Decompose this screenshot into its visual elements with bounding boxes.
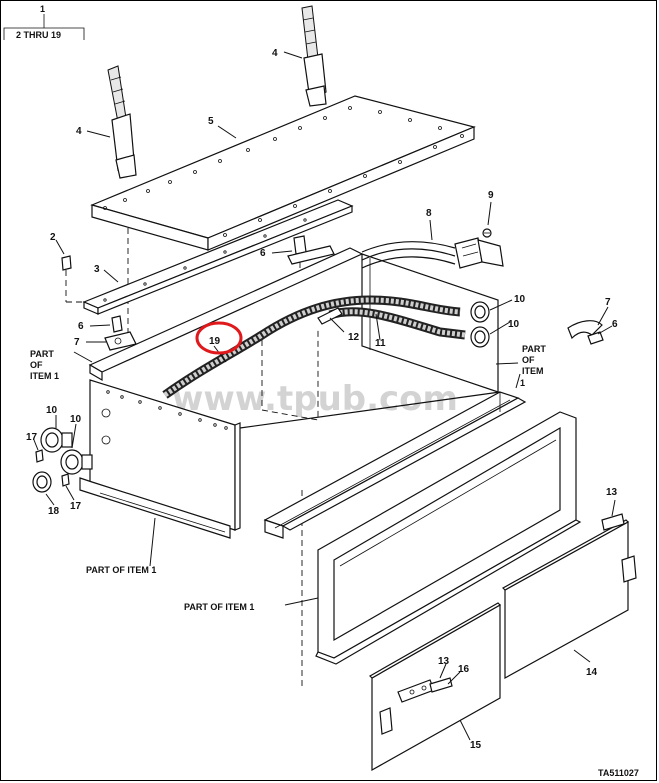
receptacle-left-lower	[60, 449, 93, 475]
callout-3: 3	[94, 264, 100, 275]
header-range: 2 THRU 19	[16, 30, 61, 40]
receptacle-right-lower	[470, 326, 490, 348]
figure-id: TA511027	[598, 768, 639, 778]
callout-10-right-upper: 10	[514, 294, 526, 305]
callout-12: 12	[348, 332, 360, 343]
latch-strap-left	[107, 65, 137, 179]
callout-6-right: 6	[612, 319, 618, 330]
bolt-item12	[317, 307, 343, 325]
door-item15	[369, 602, 501, 772]
callout-17-upper: 17	[26, 432, 38, 443]
callout-18: 18	[48, 506, 60, 517]
callout-6-top: 6	[260, 248, 266, 259]
part-bottom-mid: PART OF ITEM 1	[184, 602, 254, 612]
callout-14: 14	[586, 667, 598, 678]
front-frame-panel	[315, 411, 582, 665]
top-cover	[90, 95, 476, 251]
part-right-line3: ITEM	[522, 366, 544, 376]
screw-item17-upper	[35, 449, 44, 463]
callout-2: 2	[50, 232, 56, 243]
door-item14	[502, 519, 637, 680]
callout-13-right: 13	[606, 487, 618, 498]
latch-strap-right	[301, 5, 327, 107]
callout-7-right: 7	[605, 297, 611, 308]
screw-item17-lower	[61, 473, 70, 487]
hinge-item13-right	[601, 513, 625, 531]
part-left-line1: PART	[30, 349, 54, 359]
callout-7-left: 7	[74, 337, 80, 348]
part-bottom-left: PART OF ITEM 1	[86, 565, 156, 575]
clamp-item6-left	[111, 315, 123, 333]
callout-10-left-lower: 10	[70, 414, 82, 425]
connector-item8	[454, 237, 504, 269]
cap-item18	[32, 471, 52, 493]
part-right-line4: 1	[520, 378, 525, 388]
screw-item9	[482, 228, 492, 238]
callout-11: 11	[375, 338, 386, 349]
callout-16: 16	[458, 664, 470, 675]
main-box-frame	[79, 247, 527, 539]
watermark: www.tpub.com	[172, 379, 458, 419]
callout-5: 5	[208, 116, 214, 127]
part-left-line3: ITEM 1	[30, 371, 59, 381]
bracket-dashed	[261, 330, 319, 421]
callout-10-left-upper: 10	[46, 405, 58, 416]
highlight-ring-19	[195, 321, 243, 355]
part-right-line1: PART	[522, 344, 546, 354]
callout-13-bottom: 13	[438, 656, 450, 667]
leader-arrows	[33, 51, 616, 741]
callout-6-left: 6	[78, 321, 84, 332]
receptacle-left-upper	[40, 427, 73, 453]
callout-17-lower: 17	[70, 501, 82, 512]
clamp-item6-top	[287, 235, 335, 265]
callout-4-left: 4	[76, 126, 82, 137]
callout-8: 8	[426, 208, 432, 219]
header-callout-number: 1	[40, 4, 45, 14]
callout-labels: 4 4 5 2 3 6 7 6 8 9 10 10 11 12 7 6 19 1…	[26, 48, 618, 751]
callout-19: 19	[209, 336, 221, 347]
clamp-item7-left	[104, 331, 137, 351]
header-callout: 1 2 THRU 19	[3, 4, 85, 40]
callout-4-right: 4	[272, 48, 278, 59]
rail-item3	[82, 199, 354, 315]
callout-15: 15	[470, 740, 482, 751]
receptacle-right-upper	[470, 301, 490, 323]
callout-10-right-lower: 10	[508, 319, 520, 330]
part-right-line2: OF	[522, 355, 535, 365]
part-left-line2: OF	[30, 360, 43, 370]
callout-9: 9	[488, 190, 494, 201]
screw-item6-right	[587, 331, 604, 345]
part-of-item-labels: PART OF ITEM 1 PART OF ITEM 1 PART OF IT…	[30, 344, 546, 612]
screw-item2	[61, 255, 72, 271]
